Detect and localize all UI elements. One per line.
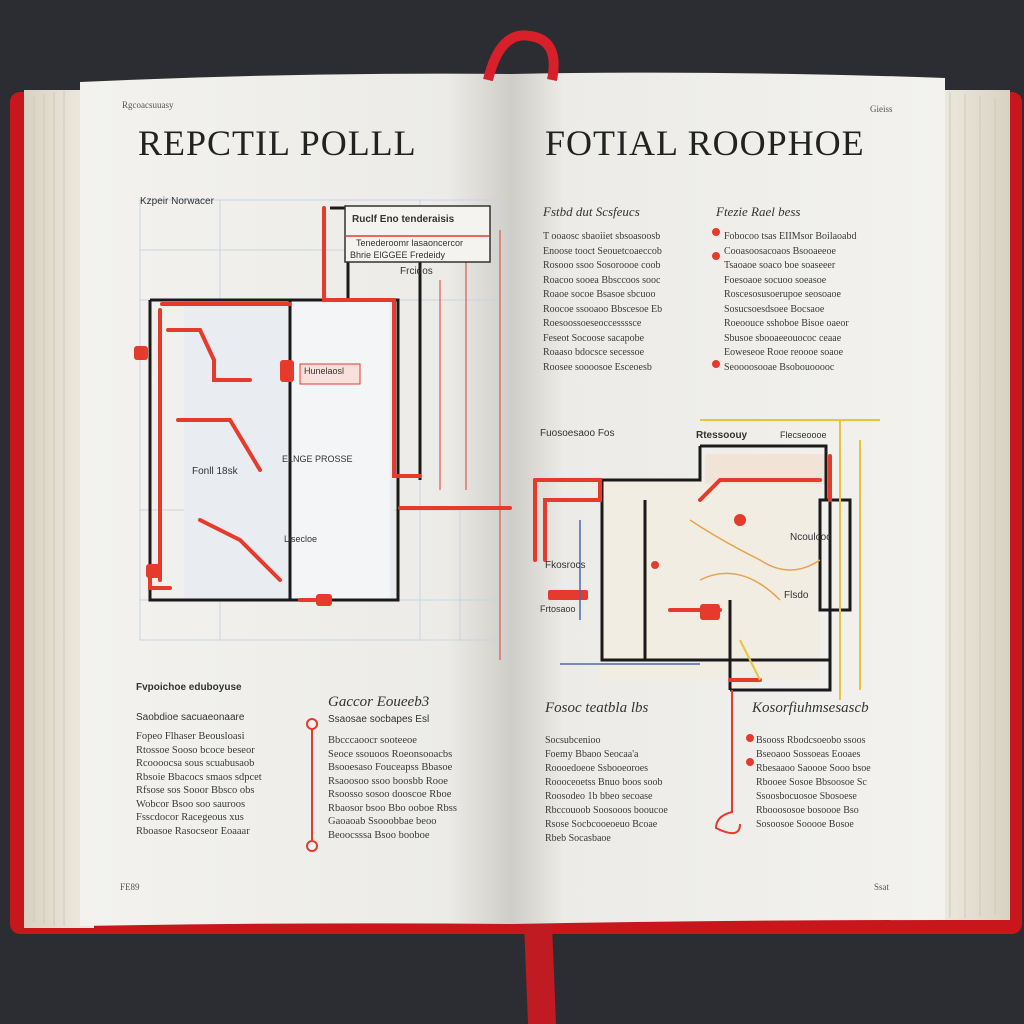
diagram-label-8: ELNGE PROSSE <box>282 454 353 464</box>
left-diagram <box>134 199 512 660</box>
diagram-label-2: Ruclf Eno tenderaisis <box>352 214 455 225</box>
right-bottom-right-paragraph: Bsooss Rbodcsoeobo ssoos Bseoaoo Sossoea… <box>756 735 871 830</box>
diagram-label-5: Frcidos <box>400 266 433 277</box>
left-page-title: REPCTIL POLLL <box>138 123 417 163</box>
right-col1-paragraph: T ooaosc sbaoiiet sbsoasoosb Enoose tooc… <box>543 231 663 373</box>
diagram-label-6: Hunelaosl <box>304 366 345 376</box>
left-section-subheading: Saobdioe sacuaeonaare <box>136 712 245 723</box>
right-diagram <box>533 419 880 835</box>
right-page-title: FOTIAL ROOPHOE <box>545 123 865 163</box>
right-diagram-label-1: Rtessoouy <box>696 430 748 441</box>
right-diagram-heading: Fuosoesaoo Fos <box>540 428 615 439</box>
right-bottom-left-paragraph: Socsubcenioo Foemy Bbaoo Seocaa'a Roooed… <box>545 735 668 844</box>
left-column-2-paragraph: Bbcccaoocr sooteeoe Seoce ssouoos Roeons… <box>328 735 457 841</box>
diagram-label-3: Tenederoomr lasaoncercor <box>356 238 464 248</box>
right-section-left-heading: Fosoc teatbla lbs <box>545 700 649 716</box>
margin-markers <box>306 228 754 852</box>
diagram-label-1: Kzpeir Norwacer <box>140 196 214 207</box>
left-page-header: Rgcoacsuuasy <box>122 100 174 110</box>
diagram-label-7: Fonll 18sk <box>192 466 238 477</box>
right-diagram-label-3: Fkosrocs <box>545 560 586 571</box>
ribbon-bookmark-top <box>483 30 559 82</box>
diagram-label-4: Bhrie ElGGEE Fredeidy <box>350 250 446 260</box>
diagram-label-9: Lisecloe <box>284 534 318 544</box>
right-section-right-heading: Kosorfiuhmsesascb <box>752 700 869 716</box>
right-page-number: Ssat <box>874 882 890 892</box>
right-diagram-label-4: Ncoulcoc <box>790 532 832 543</box>
left-column-2-subheading: Ssaosae socbapes Esl <box>328 714 430 725</box>
right-col1-heading: Fstbd dut Scsfeucs <box>543 204 640 219</box>
right-diagram-label-2: Flecseoooe <box>780 430 827 440</box>
right-page-header: Gieiss <box>870 104 893 114</box>
right-diagram-label-5: Frtosaoo <box>540 604 576 614</box>
right-diagram-label-6: Flsdo <box>784 590 809 601</box>
left-section-heading: Fvpoichoe eduboyuse <box>136 682 242 693</box>
ribbon-bookmark-bottom <box>524 924 556 1024</box>
left-column-2-heading: Gaccor Eoueeb3 <box>328 694 430 710</box>
left-page-number: FE89 <box>120 882 140 892</box>
right-col2-paragraph: Fobocoo tsas EIIMsor Boilaoabd Cooasoosa… <box>724 231 857 373</box>
left-paragraph: Fopeo Flhaser Beousloasi Rtossoe Sooso b… <box>136 731 262 837</box>
right-col2-heading: Ftezie Rael bess <box>716 204 801 219</box>
